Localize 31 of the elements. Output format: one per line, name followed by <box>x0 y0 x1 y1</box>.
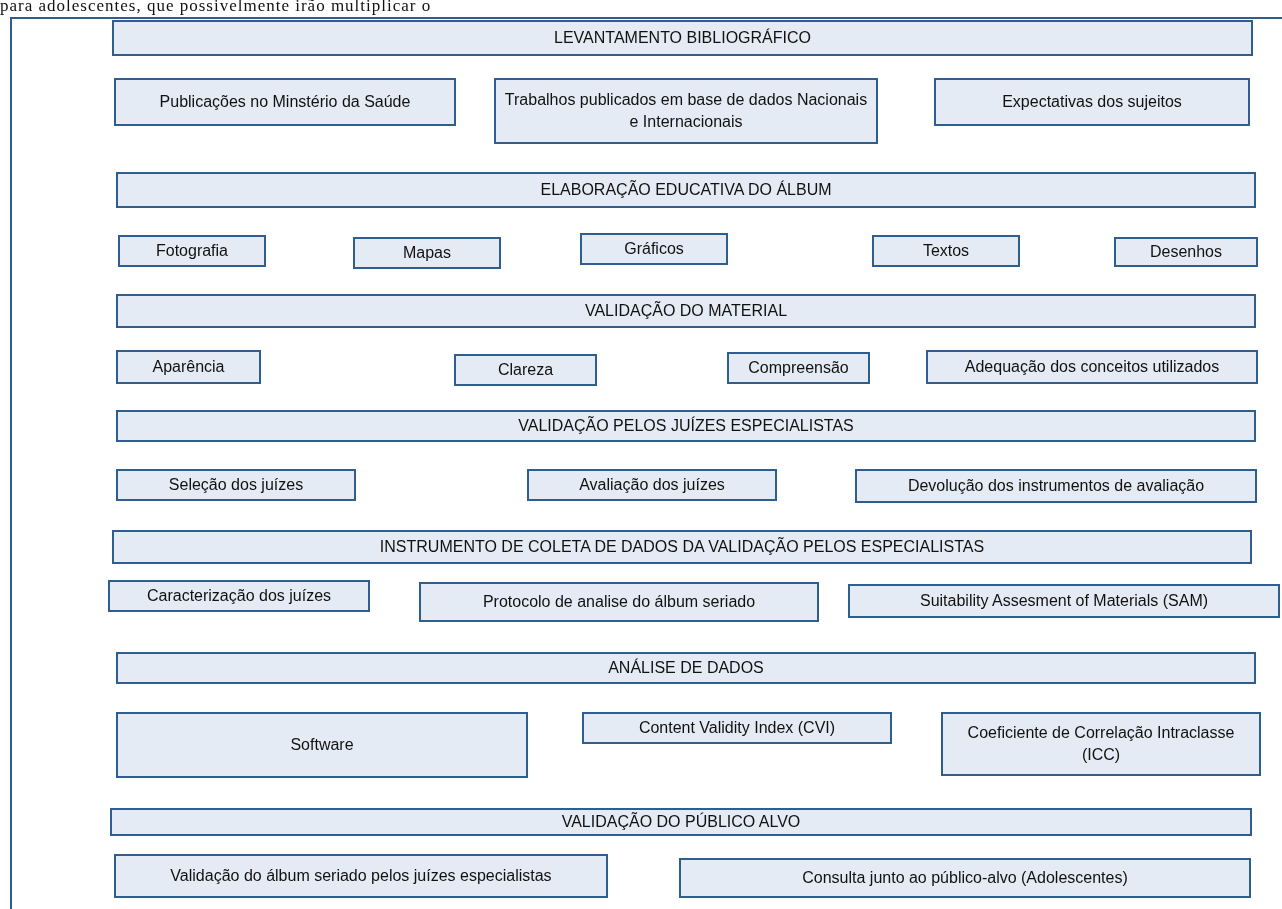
process-box: Protocolo de analise do álbum seriado <box>419 582 819 622</box>
process-box: Software <box>116 712 528 778</box>
process-box: Publicações no Minstério da Saúde <box>114 78 456 126</box>
process-box: Content Validity Index (CVI) <box>582 712 892 744</box>
process-box: Desenhos <box>1114 237 1258 267</box>
body-text: para adolescentes, que possivelmente irão multiplicar o <box>0 0 432 16</box>
process-box: Avaliação dos juízes <box>527 469 777 501</box>
process-box: Suitability Assesment of Materials (SAM) <box>848 584 1280 618</box>
process-box: Trabalhos publicados em base de dados Nacionais e Internacionais <box>494 78 878 144</box>
process-box: Caracterização dos juízes <box>108 580 370 612</box>
process-box: Fotografia <box>118 235 266 267</box>
process-box: VALIDAÇÃO PELOS JUÍZES ESPECIALISTAS <box>116 410 1256 442</box>
process-box: Seleção dos juízes <box>116 469 356 501</box>
process-box: Gráficos <box>580 233 728 265</box>
process-box: Consulta junto ao público-alvo (Adolescentes) <box>679 858 1251 898</box>
process-box: LEVANTAMENTO BIBLIOGRÁFICO <box>112 20 1253 56</box>
process-box: Expectativas dos sujeitos <box>934 78 1250 126</box>
process-box: Compreensão <box>727 352 870 384</box>
process-box: Devolução dos instrumentos de avaliação <box>855 469 1257 503</box>
process-box: VALIDAÇÃO DO PÚBLICO ALVO <box>110 808 1252 836</box>
process-box: Coeficiente de Correlação Intraclasse (ICC) <box>941 712 1261 776</box>
process-box: VALIDAÇÃO DO MATERIAL <box>116 294 1256 328</box>
process-box: Clareza <box>454 354 597 386</box>
process-box: Textos <box>872 235 1020 267</box>
process-box: Adequação dos conceitos utilizados <box>926 350 1258 384</box>
process-box: ANÁLISE DE DADOS <box>116 652 1256 684</box>
process-box: Mapas <box>353 237 501 269</box>
process-box: ELABORAÇÃO EDUCATIVA DO ÁLBUM <box>116 172 1256 208</box>
process-box: Aparência <box>116 350 261 384</box>
process-box: Validação do álbum seriado pelos juízes especialistas <box>114 854 608 898</box>
process-box: INSTRUMENTO DE COLETA DE DADOS DA VALIDAÇÃO PELOS ESPECIALISTAS <box>112 530 1252 564</box>
